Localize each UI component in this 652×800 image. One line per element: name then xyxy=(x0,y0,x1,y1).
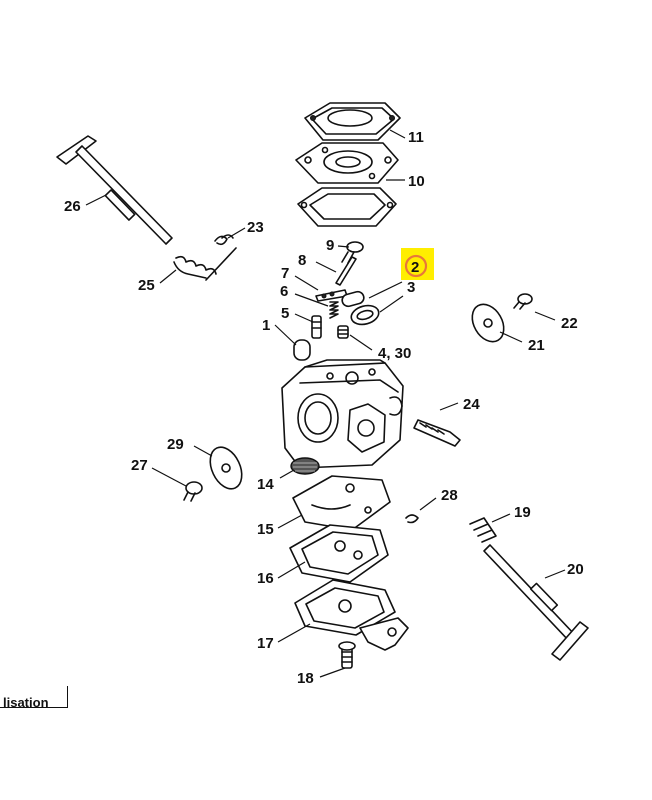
part-5-needle[interactable] xyxy=(311,315,322,339)
label-8[interactable]: 8 xyxy=(298,252,306,269)
label-18[interactable]: 18 xyxy=(297,670,314,687)
highlight-ring xyxy=(404,254,428,278)
label-2[interactable]: 2 xyxy=(411,259,419,276)
label-24[interactable]: 24 xyxy=(463,396,480,413)
label-1[interactable]: 1 xyxy=(262,317,270,334)
part-29-disc[interactable] xyxy=(204,442,248,494)
label-26[interactable]: 26 xyxy=(64,198,81,215)
part-17-cover[interactable] xyxy=(294,579,409,651)
label-6[interactable]: 6 xyxy=(280,283,288,300)
label-11[interactable]: 11 xyxy=(408,129,424,146)
part-21-disc[interactable] xyxy=(466,299,510,348)
part-3-seal[interactable] xyxy=(349,303,381,328)
label-3[interactable]: 3 xyxy=(407,279,415,296)
part-19-spring[interactable] xyxy=(469,517,497,543)
part-labels: 11 10 26 23 9 8 2 7 3 6 25 5 22 1 21 4, … xyxy=(64,129,584,687)
part-24-screw[interactable] xyxy=(413,419,461,447)
carburetor-body[interactable] xyxy=(281,359,404,469)
part-27-screw[interactable] xyxy=(183,481,203,502)
part-23-clip[interactable] xyxy=(214,234,234,246)
label-25[interactable]: 25 xyxy=(138,277,155,294)
label-7[interactable]: 7 xyxy=(281,265,289,282)
label-27[interactable]: 27 xyxy=(131,457,148,474)
label-17[interactable]: 17 xyxy=(257,635,274,652)
leader-lines xyxy=(85,129,566,678)
part-18-screw[interactable] xyxy=(338,641,356,669)
label-22[interactable]: 22 xyxy=(561,315,578,332)
label-9[interactable]: 9 xyxy=(326,237,334,254)
label-19[interactable]: 19 xyxy=(514,504,531,521)
label-10[interactable]: 10 xyxy=(408,173,425,190)
label-4-30[interactable]: 4, 30 xyxy=(378,345,411,362)
label-21[interactable]: 21 xyxy=(528,337,545,354)
label-15[interactable]: 15 xyxy=(257,521,274,538)
label-29[interactable]: 29 xyxy=(167,436,184,453)
gasket-upper[interactable] xyxy=(297,187,397,227)
label-5[interactable]: 5 xyxy=(281,305,289,322)
label-20[interactable]: 20 xyxy=(567,561,584,578)
part-28-clip[interactable] xyxy=(405,514,419,524)
label-23[interactable]: 23 xyxy=(247,219,264,236)
part-10-diaphragm[interactable] xyxy=(295,142,399,184)
part-14-screen[interactable] xyxy=(290,457,320,475)
part-11-cover[interactable] xyxy=(304,102,401,141)
part-20-throttle-shaft[interactable] xyxy=(483,544,589,661)
part-1-plug[interactable] xyxy=(293,339,311,361)
part-16-gasket[interactable] xyxy=(289,524,389,583)
part-15-diaphragm[interactable] xyxy=(292,475,391,531)
part-6-spring[interactable] xyxy=(329,301,339,319)
caption-fragment: lisation xyxy=(0,686,68,710)
label-16[interactable]: 16 xyxy=(257,570,274,587)
part-4-30-spring[interactable] xyxy=(337,325,349,339)
label-14[interactable]: 14 xyxy=(257,476,274,493)
part-22-screw[interactable] xyxy=(513,293,533,310)
label-28[interactable]: 28 xyxy=(441,487,458,504)
part-8-pin[interactable] xyxy=(335,256,357,286)
part-25-spring[interactable] xyxy=(173,247,237,281)
part-26-throttle-shaft[interactable] xyxy=(56,135,173,245)
part-2-gasket[interactable] xyxy=(341,290,365,308)
